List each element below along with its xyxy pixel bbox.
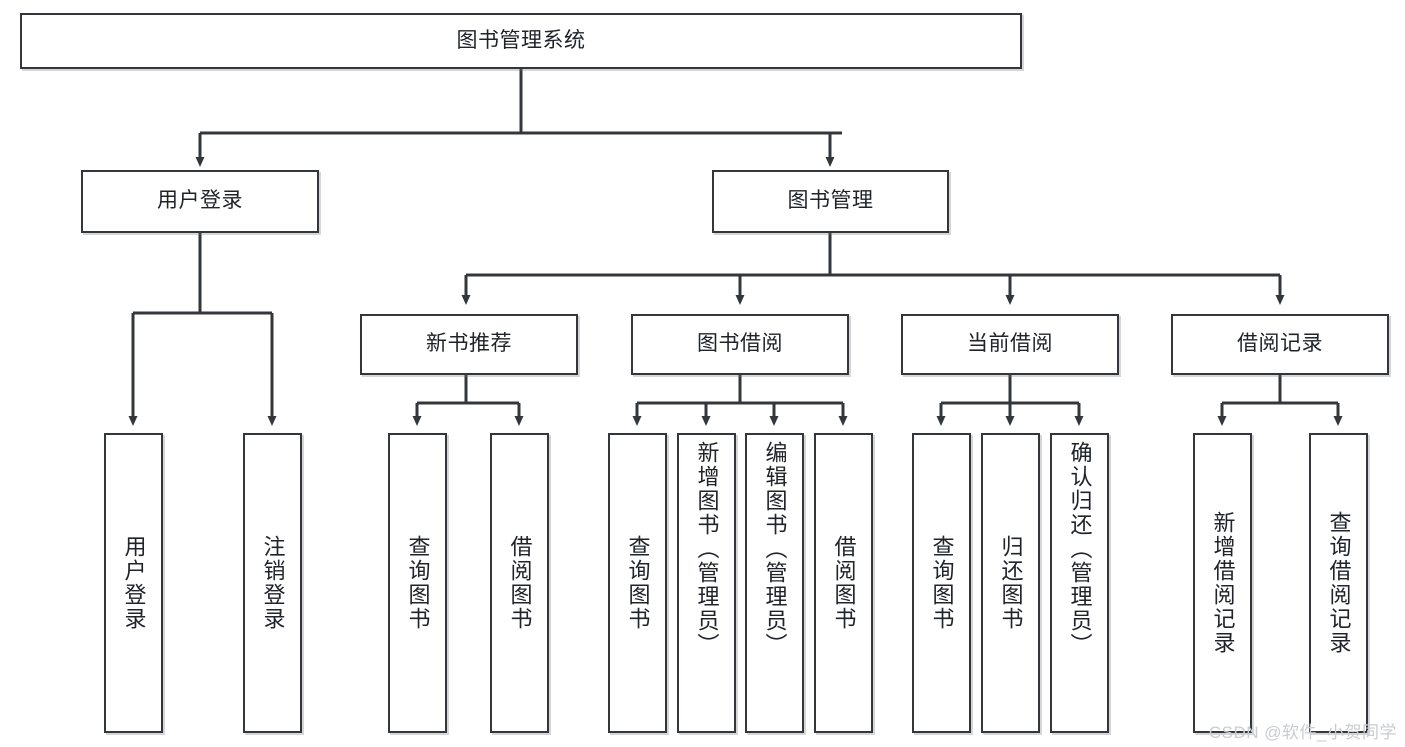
leaf-borrow-book-2[interactable]: 借阅图书: [814, 433, 873, 733]
node-book-manage-label: 图书管理: [787, 189, 874, 213]
leaf-borrow-book-1[interactable]: 借阅图书: [490, 433, 549, 733]
leaf-query-book-3-label: 查询图书: [929, 535, 955, 631]
node-user-login-label: 用户登录: [157, 189, 243, 213]
leaf-query-book-2-label: 查询图书: [625, 535, 651, 631]
leaf-add-book-label: 新增图书（管理员）: [694, 441, 720, 657]
leaf-return-book-label: 归还图书: [998, 535, 1024, 631]
node-new-book-rec-label: 新书推荐: [426, 332, 512, 356]
leaf-user-login[interactable]: 用户登录: [104, 433, 163, 733]
leaf-confirm-return-label: 确认归还（管理员）: [1067, 441, 1093, 657]
node-root-label: 图书管理系统: [456, 28, 586, 52]
node-current-borrow[interactable]: 当前借阅: [901, 314, 1119, 375]
leaf-query-book-2[interactable]: 查询图书: [608, 433, 667, 733]
leaf-edit-book-label: 编辑图书（管理员）: [762, 441, 788, 657]
leaf-borrow-book-2-label: 借阅图书: [831, 535, 857, 631]
leaf-add-record[interactable]: 新增借阅记录: [1193, 433, 1252, 733]
leaf-add-book[interactable]: 新增图书（管理员）: [677, 433, 736, 733]
node-new-book-rec[interactable]: 新书推荐: [360, 314, 578, 375]
leaf-logout[interactable]: 注销登录: [243, 433, 302, 733]
node-borrow-record-label: 借阅记录: [1237, 332, 1323, 356]
leaf-user-login-label: 用户登录: [121, 535, 147, 631]
leaf-logout-label: 注销登录: [260, 535, 286, 631]
leaf-add-record-label: 新增借阅记录: [1210, 511, 1236, 655]
leaf-return-book[interactable]: 归还图书: [981, 433, 1040, 733]
leaf-query-record[interactable]: 查询借阅记录: [1309, 433, 1368, 733]
leaf-borrow-book-1-label: 借阅图书: [507, 535, 533, 631]
node-book-borrow[interactable]: 图书借阅: [631, 314, 849, 375]
node-root[interactable]: 图书管理系统: [20, 13, 1022, 69]
node-book-manage[interactable]: 图书管理: [712, 170, 949, 233]
node-book-borrow-label: 图书借阅: [697, 332, 783, 356]
leaf-query-book-1-label: 查询图书: [405, 535, 431, 631]
csdn-watermark: CSDN @软件_小贺同学: [1208, 723, 1397, 742]
node-user-login[interactable]: 用户登录: [81, 170, 319, 233]
leaf-edit-book[interactable]: 编辑图书（管理员）: [745, 433, 804, 733]
leaf-query-book-3[interactable]: 查询图书: [912, 433, 971, 733]
node-current-borrow-label: 当前借阅: [967, 332, 1053, 356]
leaf-query-record-label: 查询借阅记录: [1326, 511, 1352, 655]
node-borrow-record[interactable]: 借阅记录: [1171, 314, 1389, 375]
leaf-query-book-1[interactable]: 查询图书: [388, 433, 447, 733]
leaf-confirm-return[interactable]: 确认归还（管理员）: [1050, 433, 1109, 733]
